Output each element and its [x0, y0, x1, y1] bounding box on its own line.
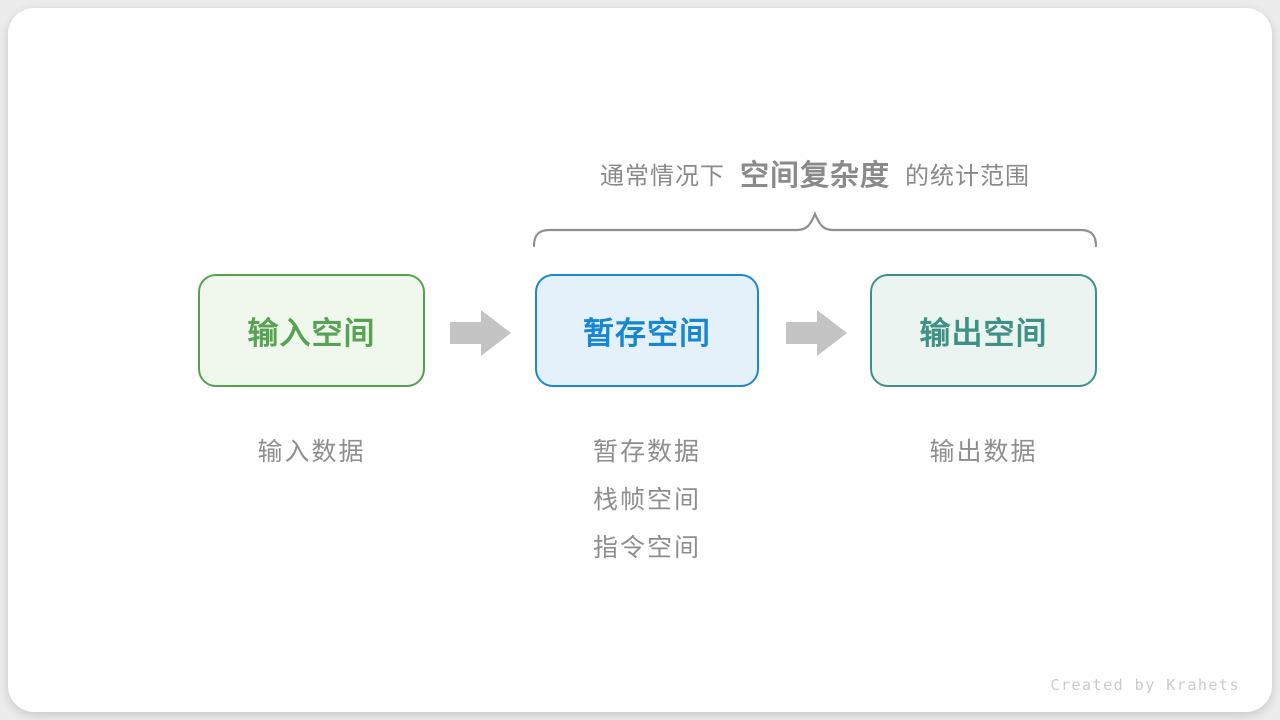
note-buffer-list: 暂存数据 栈帧空间 指令空间 — [535, 432, 759, 576]
diagram-title: 通常情况下 空间复杂度 的统计范围 — [458, 153, 1172, 193]
note-buffer-data: 暂存数据 — [592, 438, 701, 466]
title-highlight: 空间复杂度 — [739, 160, 890, 192]
box-buffer-space-label: 暂存空间 — [583, 316, 711, 351]
diagram-card: 通常情况下 空间复杂度 的统计范围 输入空间 暂存空间 输出空间 输入数据 暂存… — [8, 8, 1272, 712]
arrow-right-icon — [786, 310, 847, 356]
watermark-credit: Created by Krahets — [1050, 676, 1240, 694]
note-output-data: 输出数据 — [929, 438, 1038, 466]
box-output-space: 输出空间 — [870, 274, 1097, 387]
box-input-space-label: 输入空间 — [247, 316, 376, 351]
curly-brace-icon — [532, 211, 1098, 248]
box-buffer-space: 暂存空间 — [535, 274, 759, 387]
title-prefix: 通常情况下 — [599, 162, 725, 190]
note-stack-frame-space: 栈帧空间 — [592, 486, 701, 514]
box-input-space: 输入空间 — [198, 274, 425, 387]
note-instruction-space: 指令空间 — [592, 534, 701, 562]
arrow-right-icon — [450, 310, 511, 356]
title-suffix: 的统计范围 — [905, 162, 1030, 190]
note-input-data: 输入数据 — [257, 438, 366, 466]
box-output-space-label: 输出空间 — [919, 316, 1048, 351]
